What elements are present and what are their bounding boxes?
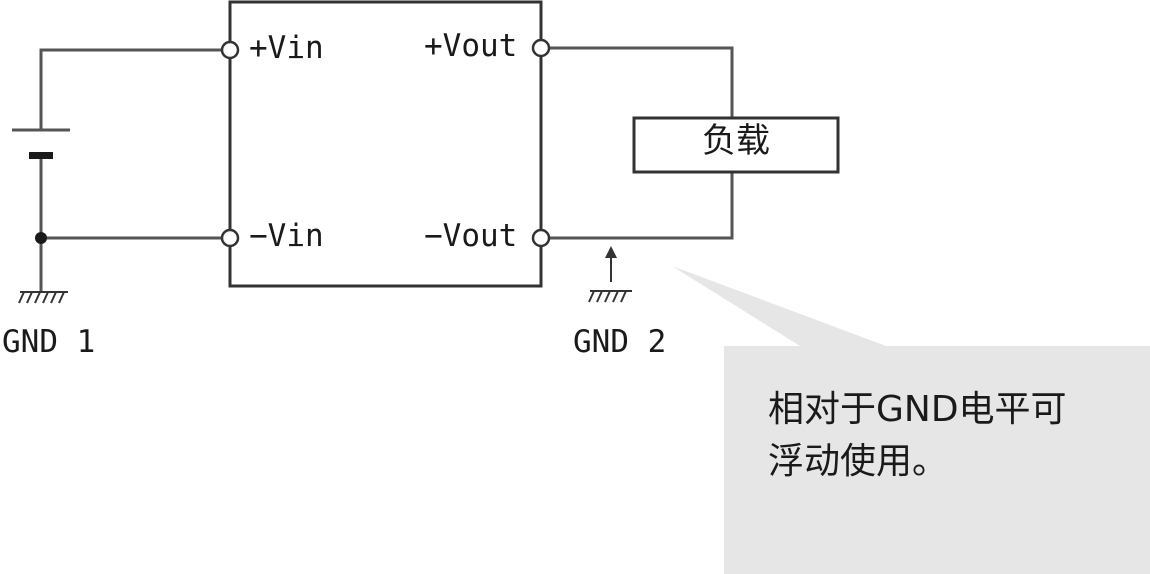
callout-pointer bbox=[672, 266, 886, 346]
junction-dot bbox=[35, 232, 47, 244]
label-vout-pos: +Vout bbox=[424, 28, 518, 64]
wire-vout-pos bbox=[548, 46, 734, 118]
wire-vout-neg bbox=[548, 172, 734, 240]
label-vin-neg: −Vin bbox=[249, 218, 324, 254]
ground-symbol-2 bbox=[588, 290, 632, 303]
callout-box bbox=[724, 346, 1150, 574]
label-gnd1: GND 1 bbox=[2, 324, 96, 360]
load-box bbox=[632, 116, 840, 174]
label-vout-neg: −Vout bbox=[424, 218, 518, 254]
terminal-vin-pos bbox=[220, 40, 240, 60]
terminal-vout-pos bbox=[531, 38, 551, 58]
load-label: 负载 bbox=[702, 121, 770, 161]
wire-vin-pos bbox=[39, 48, 223, 130]
callout-line-1: 相对于GND电平可 bbox=[768, 389, 1067, 430]
battery-negative-plate bbox=[29, 152, 53, 159]
wire-vin-neg bbox=[39, 157, 223, 240]
terminal-vout-neg bbox=[531, 228, 551, 248]
label-vin-pos: +Vin bbox=[249, 30, 324, 66]
ground-symbol-1 bbox=[18, 291, 68, 304]
callout-line-2: 浮动使用。 bbox=[768, 441, 949, 483]
converter-module bbox=[228, 0, 543, 288]
callout-text: 相对于GND电平可 浮动使用。 bbox=[768, 384, 1067, 488]
float-arrow-icon bbox=[605, 246, 617, 282]
label-gnd2: GND 2 bbox=[573, 324, 667, 360]
terminal-vin-neg bbox=[220, 228, 240, 248]
